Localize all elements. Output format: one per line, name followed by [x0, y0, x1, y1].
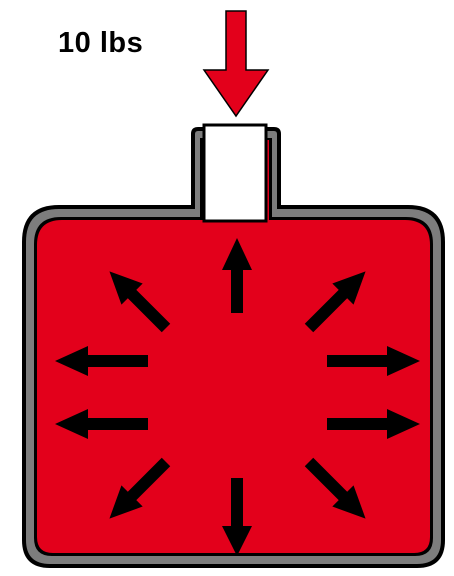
- applied-force-arrow-icon: [202, 10, 270, 118]
- pressure-arrow-up-right-icon: [304, 271, 366, 333]
- pressure-arrows: [55, 238, 420, 556]
- pressure-arrow-down-icon: [222, 478, 252, 556]
- pressure-arrow-up-left-icon: [109, 271, 171, 333]
- pressure-arrow-down-left-icon: [109, 457, 171, 519]
- pressure-arrow-down-right-icon: [304, 457, 366, 519]
- pressure-arrow-left-upper-icon: [55, 346, 148, 376]
- pressure-arrow-right-upper-icon: [327, 346, 420, 376]
- pressure-arrow-right-lower-icon: [327, 409, 420, 439]
- pressure-arrow-up-icon: [222, 238, 252, 313]
- force-label: 10 lbs: [58, 27, 143, 59]
- pressure-arrow-left-lower-icon: [55, 409, 148, 439]
- piston: [202, 123, 268, 223]
- fluid-body: [37, 140, 430, 553]
